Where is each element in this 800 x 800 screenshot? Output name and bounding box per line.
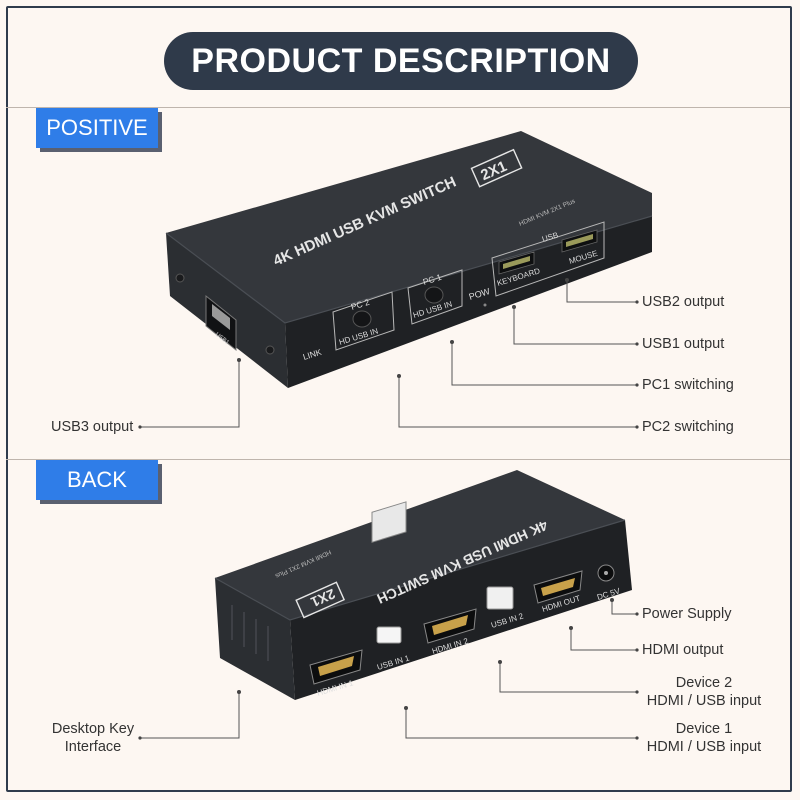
callout-power-supply: Power Supply: [642, 606, 732, 622]
callout-desktop-key-line2: Interface: [64, 739, 122, 755]
back-device-side: [215, 578, 295, 700]
back-device-face: [290, 520, 632, 700]
section-tab-back: BACK: [36, 460, 158, 500]
callout-desktop-key: Desktop Key Interface: [46, 720, 140, 756]
hdmi-out-port: [533, 570, 583, 604]
hdmi-in-1-port: [309, 649, 363, 685]
front-kvm-device: 4K HDMI USB KVM SWITCH 2X1 HDMI KVM 2X1 …: [165, 131, 653, 388]
back-device-top: [215, 470, 625, 620]
front-device-face: [285, 216, 652, 388]
callout-device1-line1: Device 1: [675, 721, 733, 737]
hdmi-in-2-port: [423, 608, 477, 644]
front-device-side: [166, 233, 288, 388]
top-divider: [6, 107, 790, 108]
page-title: PRODUCT DESCRIPTION: [164, 32, 638, 90]
callout-usb2-output: USB2 output: [642, 294, 725, 310]
usb-group-frame: [491, 221, 605, 297]
keyboard-usb-port: [498, 251, 535, 275]
pc2-switch-button: [352, 310, 372, 328]
callout-usb3-output: USB3 output: [51, 419, 134, 435]
callout-lines: [140, 280, 637, 739]
callout-desktop-key-line1: Desktop Key: [51, 721, 135, 737]
usb-in-2-port: [486, 586, 514, 610]
front-device-top: [166, 131, 652, 323]
callout-dots: [138, 278, 639, 740]
callout-device1-line2: HDMI / USB input: [646, 739, 762, 755]
back-kvm-device: 4K HDMI USB KVM SWITCH 2X1 HDMI KVM 2X1 …: [214, 470, 632, 700]
side-usb-port: [205, 294, 237, 352]
front-side-screw-2: [265, 345, 275, 355]
pc1-switch-button: [424, 286, 444, 304]
callout-hdmi-output: HDMI output: [642, 642, 724, 658]
usb-in-1-port: [371, 501, 407, 543]
front-side-screw: [175, 273, 185, 283]
usb-in-1-socket: [376, 626, 402, 644]
pow-led: [483, 303, 487, 307]
callout-pc2-switching: PC2 switching: [642, 419, 734, 435]
callout-usb1-output: USB1 output: [642, 336, 725, 352]
section-tab-positive: POSITIVE: [36, 108, 158, 148]
callout-device2-line1: Device 2: [675, 675, 733, 691]
middle-divider: [6, 459, 790, 460]
pc2-frame: [332, 291, 395, 351]
callout-device2-line2: HDMI / USB input: [646, 693, 762, 709]
callout-device1: Device 1 HDMI / USB input: [642, 720, 766, 756]
mouse-usb-port: [561, 229, 598, 253]
page-frame: [6, 6, 792, 792]
pc1-frame: [407, 269, 463, 325]
callout-device2: Device 2 HDMI / USB input: [642, 674, 766, 710]
callout-pc1-switching: PC1 switching: [642, 377, 734, 393]
desktop-key-interface: [231, 605, 269, 661]
